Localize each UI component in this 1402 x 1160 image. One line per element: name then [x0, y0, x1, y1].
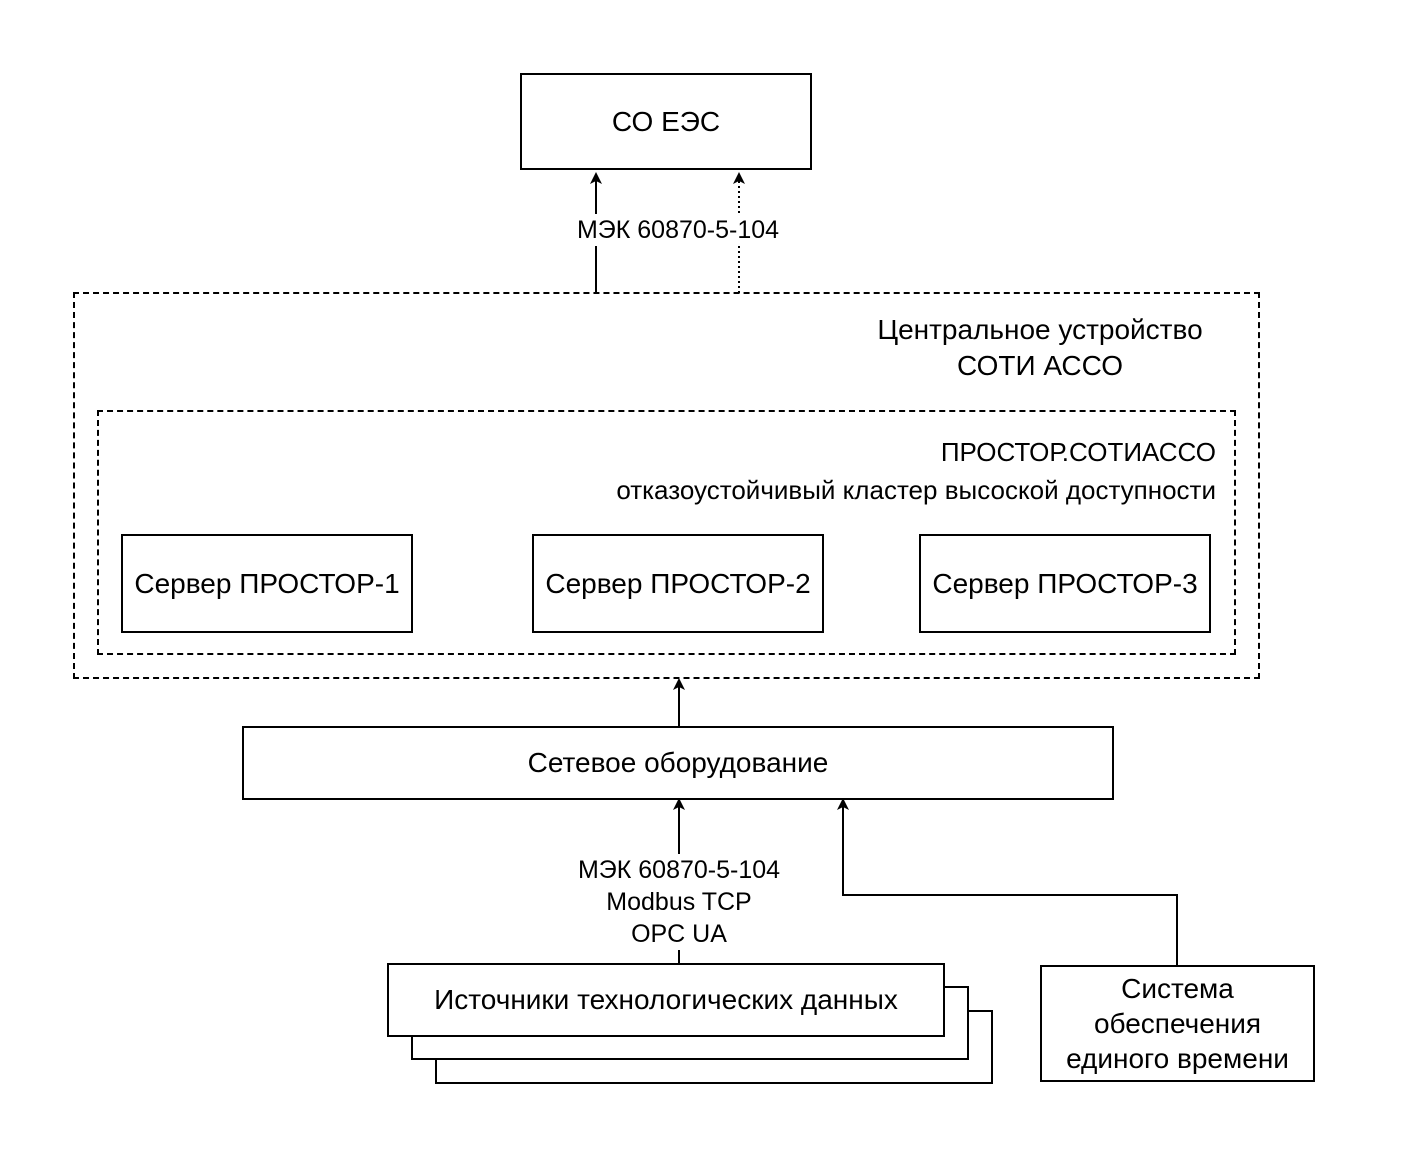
top-protocol-label: МЭК 60870-5-104 [570, 214, 786, 246]
server-3-box: Сервер ПРОСТОР-3 [919, 534, 1211, 633]
network-equipment-label: Сетевое оборудование [527, 747, 829, 778]
central-device-title-line-1: Центральное устройство [877, 314, 1203, 345]
cluster-container [97, 410, 1236, 655]
server-2-box: Сервер ПРОСТОР-2 [532, 534, 824, 633]
data-source-label: Источники технологических данных [434, 984, 898, 1015]
so-ees-box: СО ЕЭС [520, 73, 812, 170]
time-system-box: Система обеспечения единого времени [1040, 965, 1315, 1082]
central-device-title-line-2: СОТИ АССО [956, 350, 1124, 381]
server-1-box: Сервер ПРОСТОР-1 [121, 534, 413, 633]
central-device-title: Центральное устройство СОТИ АССО [860, 312, 1220, 384]
central-device-container [73, 292, 1260, 679]
time-system-line-2: обеспечения [1093, 1008, 1262, 1039]
cluster-title: ПРОСТОР.СОТИАССО отказоустойчивый класте… [500, 433, 1216, 509]
top-protocol-text: МЭК 60870-5-104 [576, 216, 780, 244]
so-ees-label: СО ЕЭС [611, 105, 721, 137]
time-system-line-1: Система [1121, 973, 1234, 1004]
edge-time-to-network [837, 798, 1178, 966]
data-source-box-front: Источники технологических данных [387, 963, 945, 1037]
bottom-protocol-line-1: МЭК 60870-5-104 [577, 856, 781, 884]
server-2-label: Сервер ПРОСТОР-2 [545, 567, 811, 599]
cluster-title-line-1: ПРОСТОР.СОТИАССО [940, 437, 1216, 467]
cluster-title-line-2: отказоустойчивый кластер высоской доступ… [616, 475, 1216, 505]
bottom-protocol-line-2: Modbus TCP [606, 888, 752, 916]
bottom-protocol-labels: МЭК 60870-5-104 Modbus TCP OPC UA [566, 854, 792, 950]
time-system-line-3: единого времени [1066, 1043, 1289, 1074]
server-3-label: Сервер ПРОСТОР-3 [932, 567, 1198, 599]
network-equipment-box: Сетевое оборудование [242, 726, 1114, 800]
bottom-protocol-line-3: OPC UA [631, 920, 727, 948]
server-1-label: Сервер ПРОСТОР-1 [134, 567, 400, 599]
